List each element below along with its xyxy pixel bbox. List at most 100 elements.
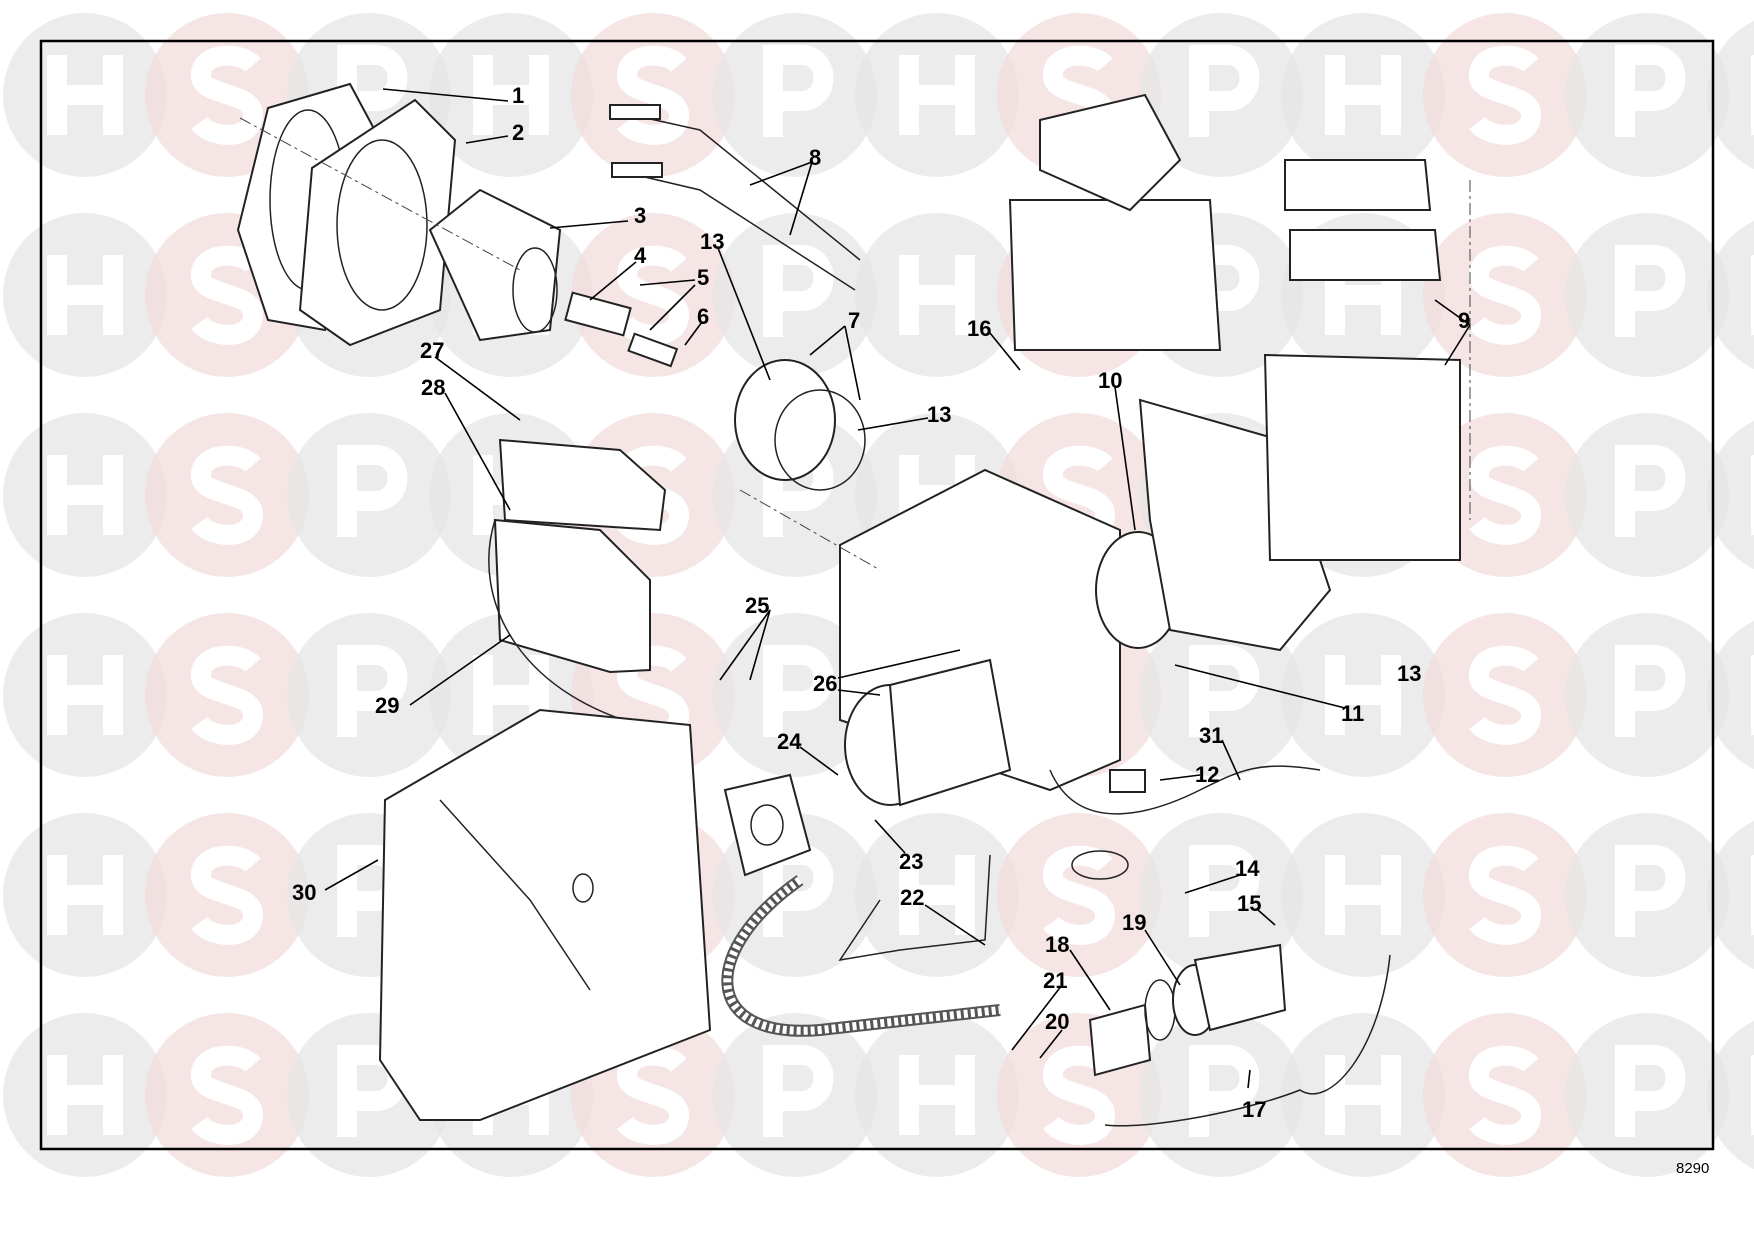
callout-15[interactable]: 15	[1237, 891, 1261, 916]
watermark-letter-shape	[1469, 645, 1542, 745]
watermark-circle	[1707, 20, 1754, 170]
leader-line	[1444, 324, 1471, 366]
callout-13-housing[interactable]: 13	[1397, 661, 1421, 686]
callout-19[interactable]: 19	[1122, 910, 1146, 935]
leader-line	[1159, 774, 1201, 781]
callout-10[interactable]: 10	[1098, 368, 1122, 393]
callout-16[interactable]: 16	[967, 316, 991, 341]
callout-13-head[interactable]: 13	[700, 229, 724, 254]
leader-line	[549, 220, 629, 229]
callout-20[interactable]: 20	[1045, 1009, 1069, 1034]
watermark-letter-shape	[617, 245, 690, 345]
callout-2[interactable]: 2	[512, 120, 524, 145]
watermark-letter-shape	[1615, 645, 1686, 737]
watermark-letter-shape	[1469, 845, 1542, 945]
watermark-letter-shape	[1189, 845, 1260, 937]
leader-line	[844, 325, 861, 401]
leader-line	[717, 247, 771, 381]
callout-8[interactable]: 8	[809, 145, 821, 170]
leader-line	[444, 392, 511, 511]
watermark-letter-shape	[1325, 55, 1401, 135]
callout-11[interactable]: 11	[1341, 701, 1364, 726]
watermark-letter-shape	[47, 1055, 123, 1135]
watermark-letter-shape	[337, 445, 408, 537]
leader-line	[1221, 739, 1241, 781]
watermark-letter-shape	[1615, 245, 1686, 337]
leader-line	[1114, 386, 1136, 531]
watermark-letter-shape	[1189, 645, 1260, 737]
leader-lines	[324, 88, 1471, 1089]
callout-31[interactable]: 31	[1199, 723, 1223, 748]
watermark-letter-shape	[191, 445, 264, 545]
leader-line	[719, 609, 771, 681]
leader-line	[749, 609, 771, 681]
leader-line	[799, 746, 839, 776]
watermark-letter-shape	[337, 45, 408, 137]
watermark-letter-shape	[47, 55, 123, 135]
callout-24[interactable]: 24	[777, 729, 802, 754]
axis-line	[239, 117, 521, 271]
leader-line	[639, 279, 696, 286]
watermark-letter-shape	[1615, 445, 1686, 537]
leader-line	[809, 325, 846, 356]
callout-30[interactable]: 30	[292, 880, 316, 905]
watermark-letter-shape	[763, 645, 834, 737]
leader-line	[874, 819, 906, 854]
axis-line	[739, 489, 881, 571]
watermark-letter-shape	[1043, 845, 1116, 945]
callout-3[interactable]: 3	[634, 203, 646, 228]
callout-21[interactable]: 21	[1043, 968, 1067, 993]
leader-line	[837, 649, 961, 679]
leader-line	[1257, 909, 1276, 926]
part-air-intake-cover	[1008, 93, 1222, 351]
callout-9[interactable]: 9	[1458, 308, 1470, 333]
watermark-letter-shape	[617, 45, 690, 145]
watermark-letter-shape	[1615, 845, 1686, 937]
callout-17[interactable]: 17	[1242, 1097, 1266, 1122]
callout-27[interactable]: 27	[420, 338, 444, 363]
leader-line	[1174, 664, 1346, 709]
callout-22[interactable]: 22	[900, 885, 924, 910]
callout-1[interactable]: 1	[512, 83, 524, 108]
callout-25[interactable]: 25	[745, 593, 769, 618]
callout-28[interactable]: 28	[421, 375, 445, 400]
callout-7[interactable]: 7	[848, 308, 860, 333]
callout-4[interactable]: 4	[634, 243, 647, 268]
watermark-letter-shape	[191, 45, 264, 145]
leader-line	[989, 332, 1021, 371]
watermark-circle	[1707, 620, 1754, 770]
watermark-letter-shape	[1469, 245, 1542, 345]
callout-29[interactable]: 29	[375, 693, 399, 718]
part-blast-tube	[428, 188, 562, 342]
diagram-reference-number: 8290	[1676, 1160, 1709, 1177]
part-cover	[378, 708, 712, 1121]
watermark-letter-shape	[617, 1045, 690, 1145]
leader-line	[749, 161, 813, 186]
leader-line	[1011, 984, 1063, 1051]
part-cable	[1049, 765, 1321, 880]
callout-26[interactable]: 26	[813, 671, 837, 696]
leader-line	[684, 321, 703, 346]
callout-14[interactable]: 14	[1235, 856, 1260, 881]
part-control-box	[488, 438, 667, 731]
watermark-letter-shape	[763, 1045, 834, 1137]
part-oil-pump	[723, 773, 812, 877]
leader-line	[1247, 1069, 1251, 1089]
watermark-letter-shape	[47, 855, 123, 935]
watermark-letter-shape	[1189, 45, 1260, 137]
callout-13-ring[interactable]: 13	[927, 402, 951, 427]
watermark-letter-shape	[1325, 855, 1401, 935]
callout-18[interactable]: 18	[1045, 932, 1069, 957]
watermark-letter-shape	[899, 1055, 975, 1135]
callout-23[interactable]: 23	[899, 849, 923, 874]
watermark-letter-shape	[191, 845, 264, 945]
callout-6[interactable]: 6	[697, 304, 709, 329]
watermark-letter-shape	[763, 45, 834, 137]
callout-12[interactable]: 12	[1195, 762, 1219, 787]
watermark-letter-shape	[1615, 1045, 1686, 1137]
callout-5[interactable]: 5	[697, 265, 709, 290]
watermark-circle	[1707, 820, 1754, 970]
leader-line	[924, 904, 986, 946]
